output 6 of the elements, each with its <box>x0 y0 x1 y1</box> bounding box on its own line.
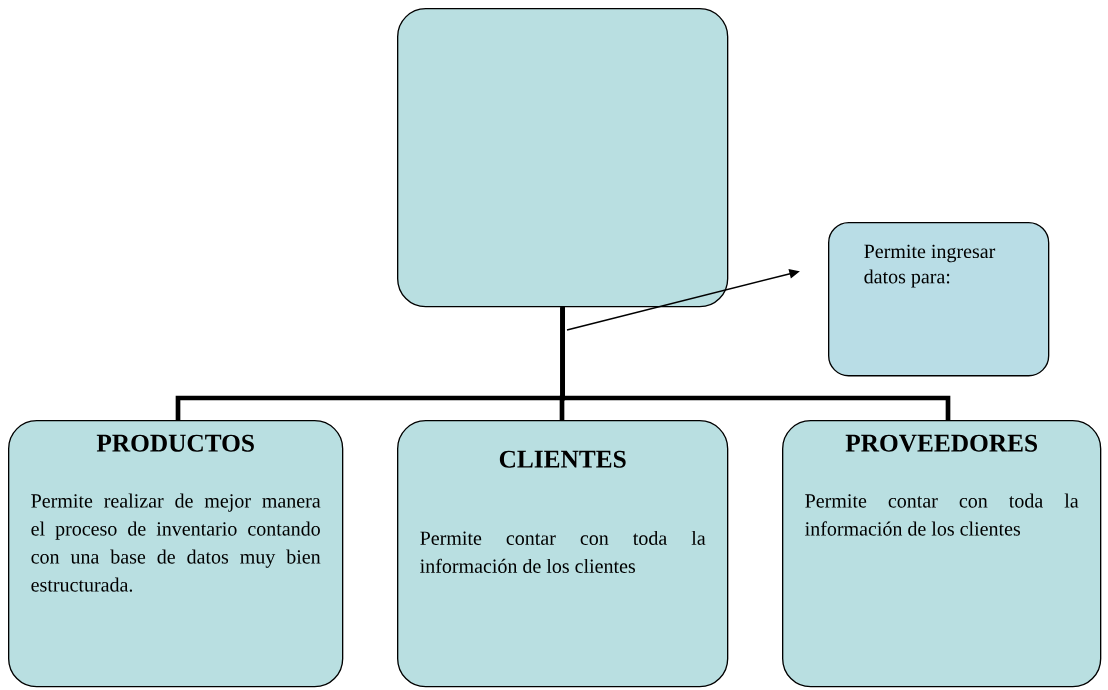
note-box: Permite ingresar datos para: <box>828 222 1050 377</box>
category-box: PROVEEDORES Permite contar con toda la información de los clientes <box>782 420 1102 688</box>
connector-line <box>560 307 951 420</box>
category-box: PRODUCTOS Permite realizar de mejor manera el proceso de inventario contando con una base de datos muy bien estructurada. <box>8 420 344 688</box>
rounded-box <box>397 8 729 308</box>
category-box: CLIENTES Permite contar con toda la información de los clientes <box>397 420 729 688</box>
